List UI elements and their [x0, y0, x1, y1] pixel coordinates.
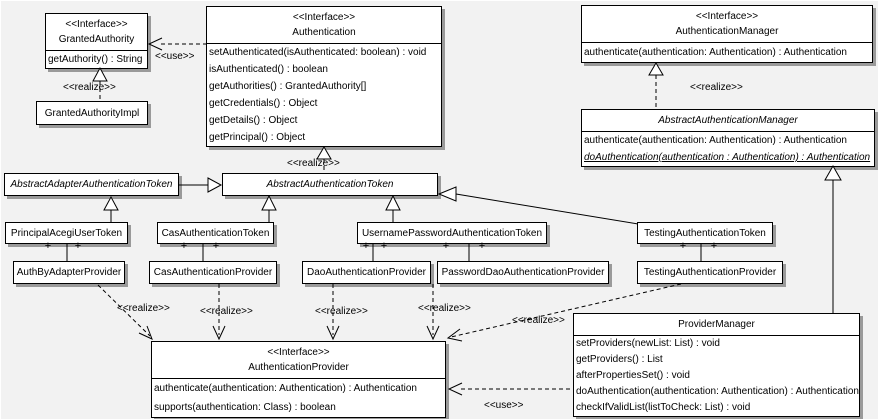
- class-name: AuthenticationProvider: [248, 362, 349, 373]
- method: getProviders() : List: [576, 354, 663, 365]
- association-plus: +: [679, 240, 687, 252]
- association-plus: +: [442, 240, 450, 252]
- class-name: ProviderManager: [574, 314, 859, 336]
- realize-stereotype-label: <<realize>>: [512, 315, 565, 326]
- class-granted-authority-impl[interactable]: GrantedAuthorityImpl: [36, 101, 148, 125]
- method: setProviders(newList: List) : void: [576, 338, 720, 349]
- class-name: AbstractAuthenticationManager: [582, 110, 874, 132]
- class-name: TestingAuthenticationToken: [644, 227, 766, 239]
- class-authentication-provider[interactable]: <<Interface>> AuthenticationProvider aut…: [151, 341, 446, 418]
- stereotype-label: <<Interface>>: [267, 347, 330, 358]
- class-header: <<Interface>> GrantedAuthority: [46, 14, 147, 51]
- stereotype-label: <<Interface>>: [65, 19, 128, 30]
- association-plus: +: [212, 240, 220, 252]
- class-testing-authentication-provider[interactable]: TestingAuthenticationProvider: [637, 261, 783, 284]
- class-abstract-authentication-token[interactable]: AbstractAuthenticationToken: [222, 173, 438, 196]
- method: getCredentials() : Object: [209, 98, 318, 109]
- association-plus: +: [180, 240, 188, 252]
- method: isAuthenticated() : boolean: [209, 64, 328, 75]
- method: getAuthorities() : GrantedAuthority[]: [209, 81, 367, 92]
- method: getPrincipal() : Object: [209, 132, 306, 143]
- method: doAuthentication(authentication : Authen…: [584, 152, 871, 163]
- realize-stereotype-label: <<realize>>: [315, 306, 368, 317]
- method: setAuthenticated(isAuthenticated: boolea…: [209, 47, 427, 58]
- method: doAuthentication(authentication: Authent…: [576, 386, 859, 397]
- stereotype-label: <<Interface>>: [292, 12, 356, 23]
- method: authenticate(authentication: Authenticat…: [584, 135, 847, 146]
- class-cas-authentication-token[interactable]: CasAuthenticationToken: [157, 222, 274, 244]
- class-name: PasswordDaoAuthenticationProvider: [441, 267, 605, 278]
- class-abstract-authentication-manager[interactable]: AbstractAuthenticationManager authentica…: [581, 109, 875, 167]
- realize-stereotype-label: <<realize>>: [287, 158, 340, 169]
- class-header: <<Interface>> AuthenticationProvider: [152, 342, 445, 379]
- method: supports(authentication: Class) : boolea…: [154, 402, 336, 413]
- class-provider-manager[interactable]: ProviderManager setProviders(newList: Li…: [573, 313, 860, 417]
- class-name: GrantedAuthorityImpl: [44, 107, 140, 119]
- class-cas-authentication-provider[interactable]: CasAuthenticationProvider: [149, 261, 277, 284]
- realize-stereotype-label: <<realize>>: [200, 306, 253, 317]
- association-plus: +: [478, 240, 486, 252]
- stereotype-label: <<Interface>>: [695, 11, 759, 22]
- association-plus: +: [362, 240, 370, 252]
- use-stereotype-label: <<use>>: [484, 400, 524, 411]
- realize-stereotype-label: <<realize>>: [63, 82, 116, 93]
- method: afterPropertiesSet() : void: [576, 370, 690, 381]
- class-name: CasAuthenticationToken: [161, 227, 270, 239]
- class-header: <<Interface>> Authentication: [207, 7, 441, 44]
- method: checkIfValidList(listToCheck: List) : vo…: [576, 402, 751, 413]
- method: authenticate(authentication: Authenticat…: [584, 47, 847, 58]
- association-plus: +: [74, 240, 82, 252]
- class-auth-by-adapter-provider[interactable]: AuthByAdapterProvider: [13, 261, 125, 284]
- class-name: UsernamePasswordAuthenticationToken: [361, 227, 543, 239]
- class-name: Authentication: [292, 27, 356, 38]
- class-name: AbstractAdapterAuthenticationToken: [10, 179, 173, 190]
- class-password-dao-authentication-provider[interactable]: PasswordDaoAuthenticationProvider: [437, 261, 609, 284]
- class-granted-authority[interactable]: <<Interface>> GrantedAuthority getAuthor…: [45, 13, 148, 69]
- association-plus: +: [710, 240, 718, 252]
- class-name: PrincipalAcegiUserToken: [10, 227, 123, 239]
- class-dao-authentication-provider[interactable]: DaoAuthenticationProvider: [302, 261, 431, 284]
- class-authentication[interactable]: <<Interface>> Authentication setAuthenti…: [206, 6, 442, 147]
- class-principal-acegi-user-token[interactable]: PrincipalAcegiUserToken: [5, 222, 128, 244]
- class-abstract-adapter-authentication-token[interactable]: AbstractAdapterAuthenticationToken: [4, 173, 179, 196]
- class-name: AbstractAuthenticationToken: [266, 179, 394, 190]
- use-stereotype-label: <<use>>: [155, 51, 195, 62]
- class-name: DaoAuthenticationProvider: [307, 267, 426, 278]
- association-plus: +: [380, 240, 388, 252]
- realize-stereotype-label: <<realize>>: [418, 303, 471, 314]
- method: authenticate(authentication: Authenticat…: [154, 383, 417, 394]
- method: getDetails() : Object: [209, 115, 298, 126]
- class-name: AuthByAdapterProvider: [16, 267, 122, 278]
- class-testing-authentication-token[interactable]: TestingAuthenticationToken: [637, 222, 773, 244]
- class-name: CasAuthenticationProvider: [153, 267, 273, 278]
- realize-stereotype-label: <<realize>>: [690, 82, 743, 93]
- class-username-password-authentication-token[interactable]: UsernamePasswordAuthenticationToken: [357, 222, 547, 244]
- method: getAuthority() : String: [48, 54, 143, 65]
- class-name: AuthenticationManager: [675, 26, 779, 37]
- class-header: <<Interface>> AuthenticationManager: [582, 6, 872, 43]
- class-name: TestingAuthenticationProvider: [643, 267, 777, 278]
- class-name: GrantedAuthority: [58, 34, 135, 45]
- association-plus: +: [44, 240, 52, 252]
- realize-stereotype-label: <<realize>>: [117, 303, 170, 314]
- class-authentication-manager[interactable]: <<Interface>> AuthenticationManager auth…: [581, 5, 873, 63]
